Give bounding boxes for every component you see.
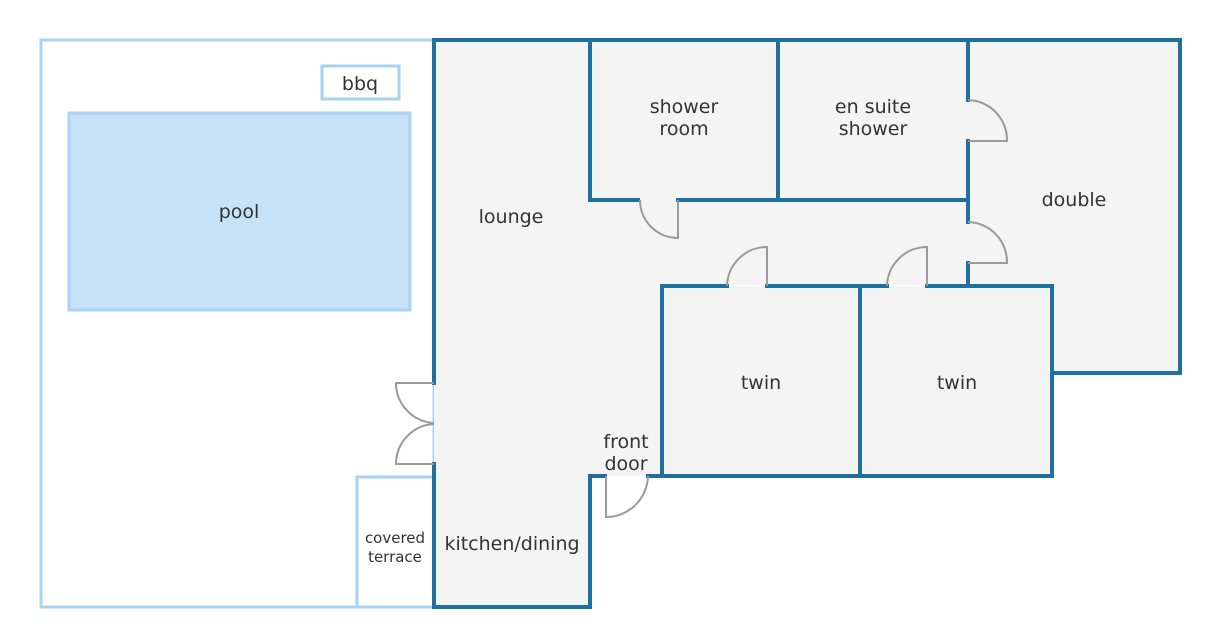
lounge-label: lounge (479, 206, 544, 228)
doors (394, 99, 1009, 519)
double-label: double (1042, 189, 1107, 211)
twin-left-label: twin (741, 372, 781, 394)
en-suite-label-2: shower (839, 118, 908, 140)
en-suite-label-1: en suite (835, 96, 911, 118)
shower-room (590, 40, 778, 200)
covered-terrace-label-1: covered (365, 529, 425, 547)
main-floor (434, 40, 968, 607)
shower-room-label-1: shower (650, 96, 719, 118)
twin-bedroom-left (662, 286, 860, 476)
door-terrace-upper (394, 382, 435, 424)
door-terrace-lower (394, 423, 435, 465)
twin-bedroom-right (860, 286, 1052, 476)
shower-room-label-2: room (659, 118, 708, 140)
walls (432, 38, 1182, 609)
door-twin-left (726, 245, 768, 287)
front-door-label-1: front (603, 431, 648, 453)
en-suite-shower (778, 40, 968, 200)
covered-terrace-label-2: terrace (368, 548, 422, 566)
pool-label: pool (219, 201, 260, 223)
door-shower-room (639, 199, 679, 240)
door-front (605, 475, 649, 519)
twin-right-label: twin (937, 372, 977, 394)
door-twin-right (886, 245, 928, 287)
front-door-label-2: door (604, 453, 647, 475)
kitchen-dining-label: kitchen/dining (444, 533, 579, 555)
door-double (967, 221, 1009, 264)
door-en-suite (967, 99, 1009, 142)
bbq-box (320, 64, 401, 101)
bbq-label: bbq (342, 73, 378, 95)
pool (67, 111, 412, 312)
